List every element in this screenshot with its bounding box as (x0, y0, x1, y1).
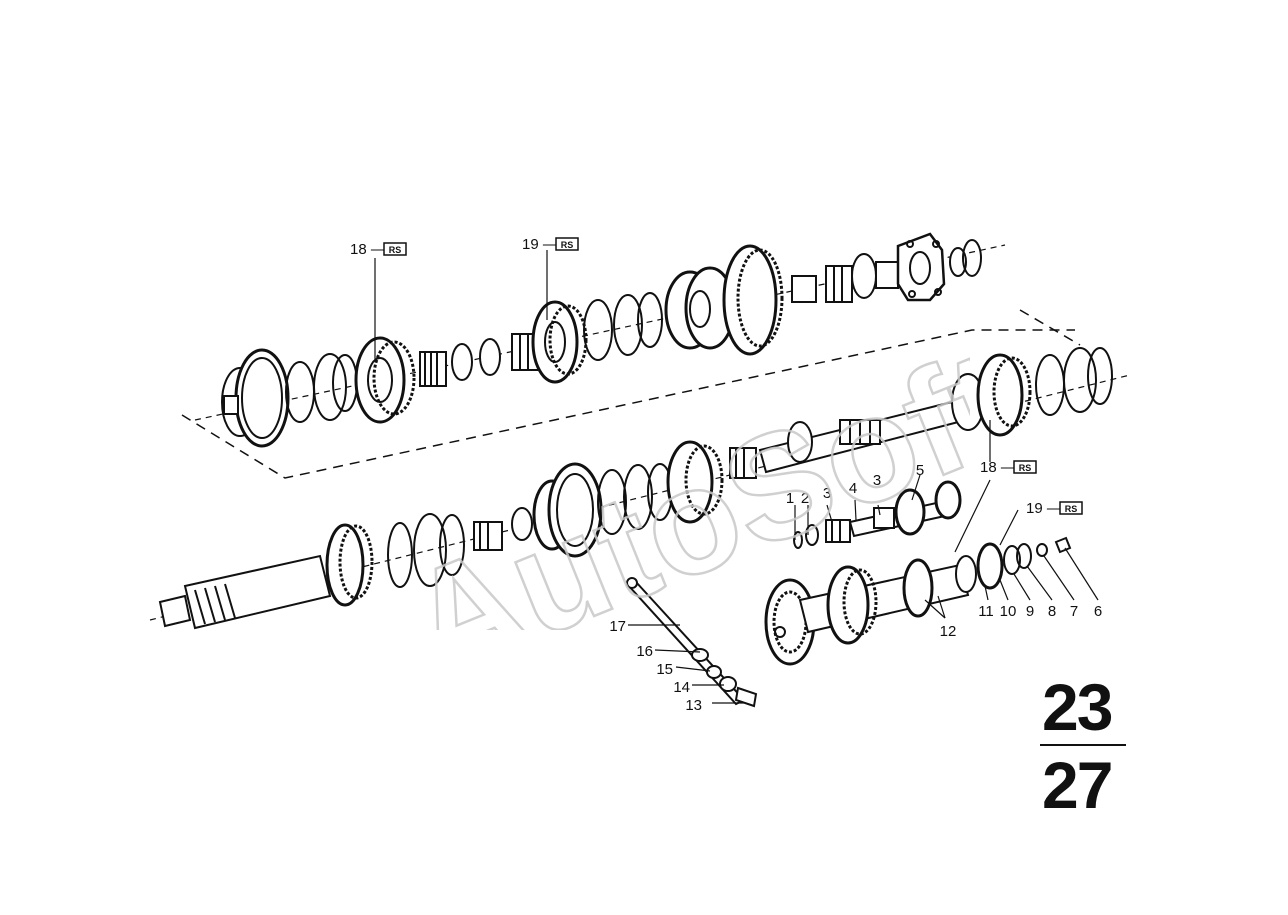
upper-shaft-assembly (194, 232, 1006, 448)
callout-15[interactable]: 15 (656, 661, 673, 678)
callout-3[interactable]: 3 (873, 472, 881, 489)
callout-19[interactable]: 19 — (1026, 500, 1062, 517)
callout-14[interactable]: 14 (673, 679, 690, 696)
callout-4[interactable]: 4 (849, 480, 857, 497)
rs-badge-box (1013, 460, 1037, 474)
dashed-group-frame (181, 329, 1075, 479)
watermark-text: AutoSoft (385, 317, 970, 630)
countershaft-assembly (764, 480, 1072, 666)
group-number-top: 23 (1042, 670, 1113, 744)
rs-badge-box (383, 242, 407, 256)
callout-5[interactable]: 5 (916, 462, 924, 479)
callout-9[interactable]: 9 (1026, 603, 1034, 620)
callout-8[interactable]: 8 (1048, 603, 1056, 620)
leader-lines (374, 250, 1099, 704)
group-number-divider (1040, 744, 1126, 746)
callout-17[interactable]: 17 (609, 618, 626, 635)
rs-badge: RS (1019, 463, 1032, 473)
callout-18[interactable]: 18 — (980, 459, 1016, 476)
callout-3[interactable]: 3 (823, 485, 831, 502)
autosoft-watermark: AutoSoft (384, 315, 970, 630)
rs-badge: RS (1065, 504, 1078, 514)
rs-badge-box (1059, 501, 1083, 515)
callout-18[interactable]: 18 — (350, 241, 386, 258)
callout-6[interactable]: 6 (1094, 603, 1102, 620)
rs-badge-box (555, 237, 579, 251)
callout-16[interactable]: 16 (636, 643, 653, 660)
rs-badge: RS (561, 240, 574, 250)
group-number-bottom: 27 (1042, 748, 1113, 822)
callout-7[interactable]: 7 (1070, 603, 1078, 620)
callout-19[interactable]: 19 — (522, 236, 558, 253)
main-shaft-assembly (149, 347, 1131, 630)
callout-11[interactable]: 11 (978, 603, 994, 620)
callout-2[interactable]: 2 (801, 490, 809, 507)
callout-13[interactable]: 13 (685, 697, 702, 714)
callout-10[interactable]: 10 (1000, 603, 1017, 620)
rs-badge: RS (389, 245, 402, 255)
callout-1[interactable]: 1 (786, 490, 794, 507)
selector-shaft-assembly (626, 577, 758, 708)
callout-12[interactable]: 12 (940, 623, 957, 640)
dashed-group-frame-right (1019, 309, 1081, 346)
